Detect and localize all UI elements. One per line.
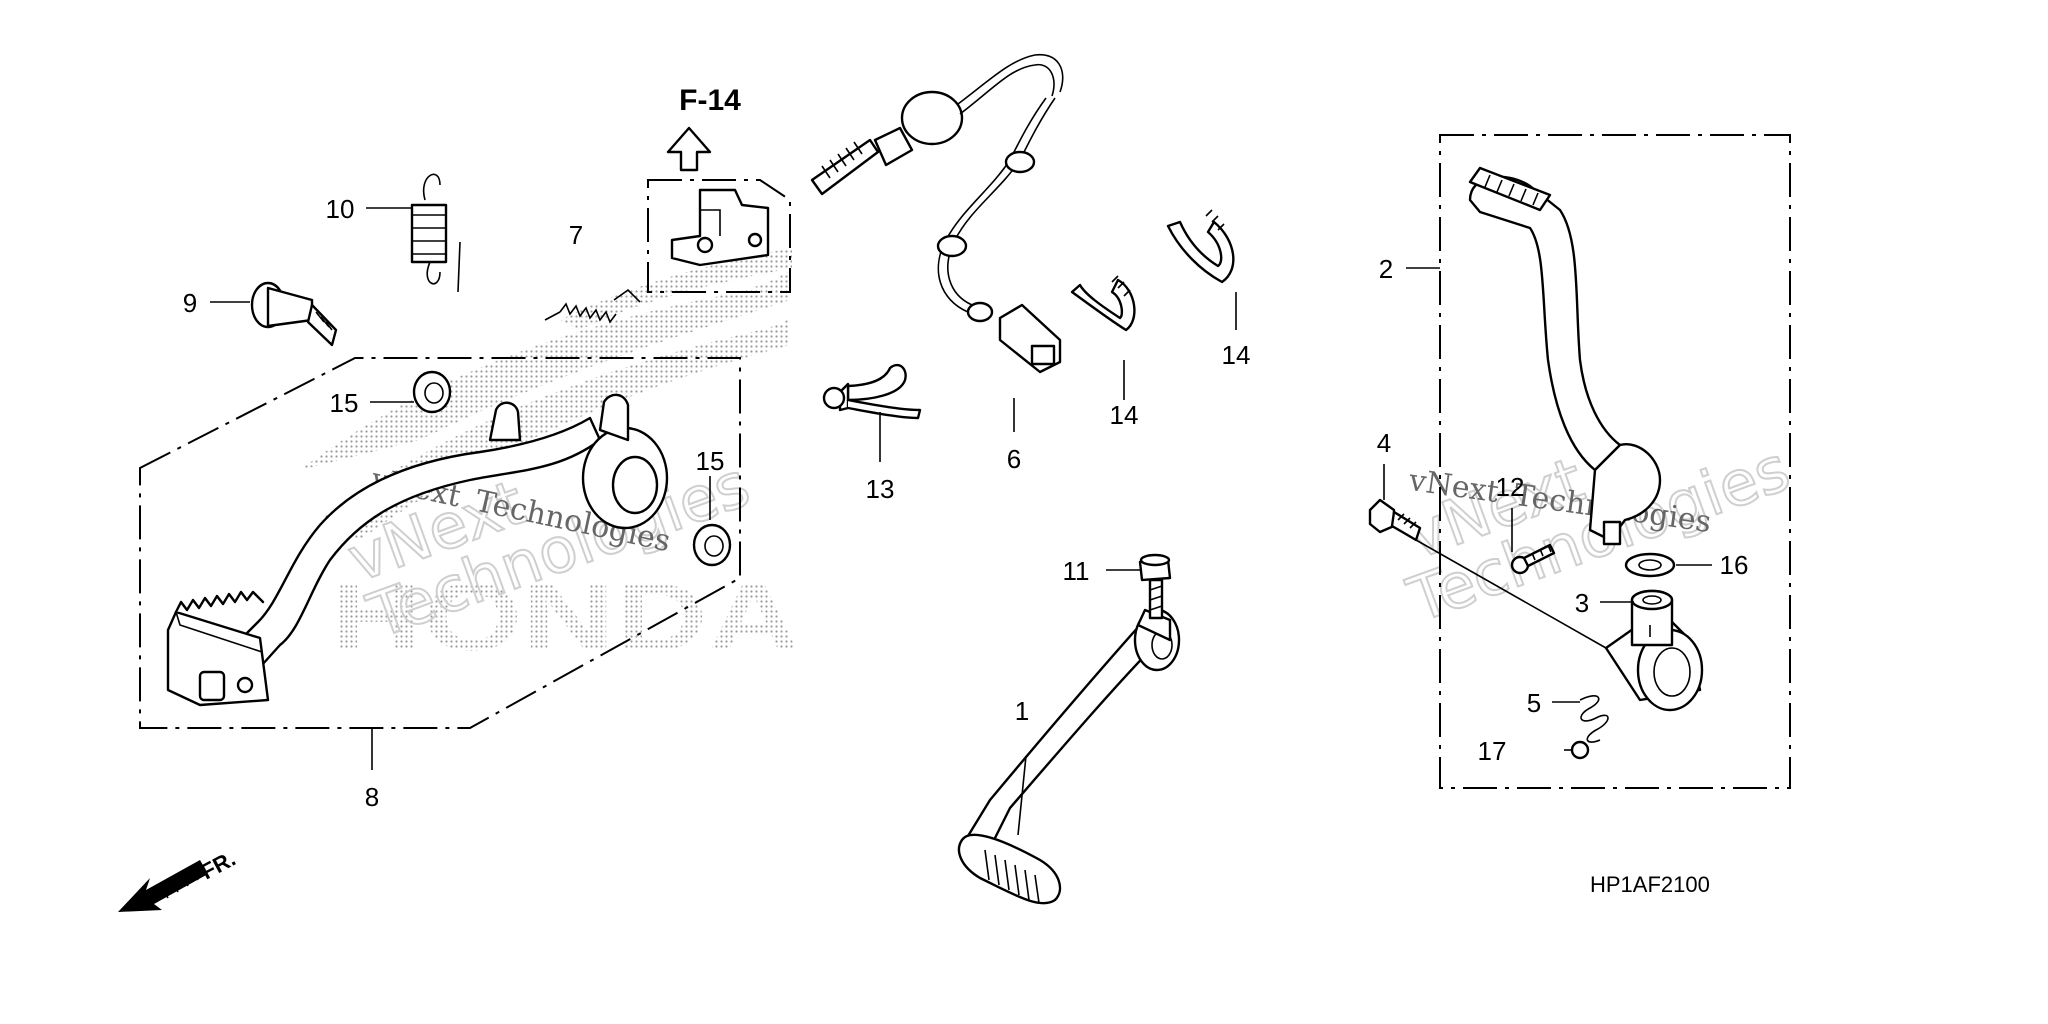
front-indicator-label: FR. xyxy=(197,846,240,885)
washer-15-upper xyxy=(412,370,452,414)
callout-1: 1 xyxy=(1015,696,1029,726)
clamp-14-right xyxy=(1166,209,1235,284)
callout-12: 12 xyxy=(1496,472,1525,502)
shift-lever-1 xyxy=(957,608,1181,905)
bracket-outline xyxy=(647,179,791,293)
kick-boss-3 xyxy=(1604,589,1704,712)
brake-pedal xyxy=(166,393,669,707)
washer-15-lower xyxy=(692,523,732,567)
kick-starter-arm-2 xyxy=(1468,166,1662,546)
callout-6: 6 xyxy=(1007,444,1021,474)
washer-16 xyxy=(1624,552,1676,578)
callout-11: 11 xyxy=(1063,556,1090,586)
ball-17 xyxy=(1570,740,1590,760)
kick-arm-group-outline xyxy=(1439,134,1791,789)
stop-switch-harness xyxy=(810,53,1064,374)
callout-15-lower: 15 xyxy=(696,446,725,476)
reference-arrow-up-icon xyxy=(666,126,712,172)
spring-5 xyxy=(1579,695,1609,743)
drawing-code: HP1AF2100 xyxy=(1590,872,1710,897)
clamp-13 xyxy=(822,363,922,420)
callout-numbers: 1 2 3 4 5 6 7 8 9 10 11 12 13 14 14 15 1… xyxy=(183,194,1749,812)
honda-watermark-text: HONDA xyxy=(330,564,800,671)
callout-15-upper: 15 xyxy=(330,388,359,418)
brake-pedal-group-outline xyxy=(139,357,741,729)
return-spring-10 xyxy=(410,173,448,285)
callout-9: 9 xyxy=(183,288,197,318)
leader-lines xyxy=(210,207,1712,836)
callout-5: 5 xyxy=(1527,688,1541,718)
callout-8: 8 xyxy=(365,782,379,812)
bolt-4-leader xyxy=(1415,539,1607,649)
bolt-11 xyxy=(1138,553,1172,620)
callout-3: 3 xyxy=(1575,588,1589,618)
callout-14-left: 14 xyxy=(1110,400,1139,430)
reference-label: F-14 xyxy=(679,84,741,117)
callout-13: 13 xyxy=(866,474,895,504)
front-arrow-icon xyxy=(118,860,208,912)
clamp-14-left xyxy=(1070,275,1136,332)
honda-wing-logo-watermark: HONDA xyxy=(300,248,800,671)
callout-16: 16 xyxy=(1720,550,1749,580)
callout-4: 4 xyxy=(1377,428,1391,458)
callout-14-right: 14 xyxy=(1222,340,1251,370)
spring-7 xyxy=(544,288,641,324)
bolt-12 xyxy=(1510,543,1556,575)
callout-10: 10 xyxy=(326,194,355,224)
callout-2: 2 xyxy=(1379,254,1393,284)
callout-17: 17 xyxy=(1478,736,1507,766)
callout-7: 7 xyxy=(569,220,583,250)
pivot-bolt xyxy=(250,281,338,347)
switch-bracket xyxy=(670,188,770,267)
